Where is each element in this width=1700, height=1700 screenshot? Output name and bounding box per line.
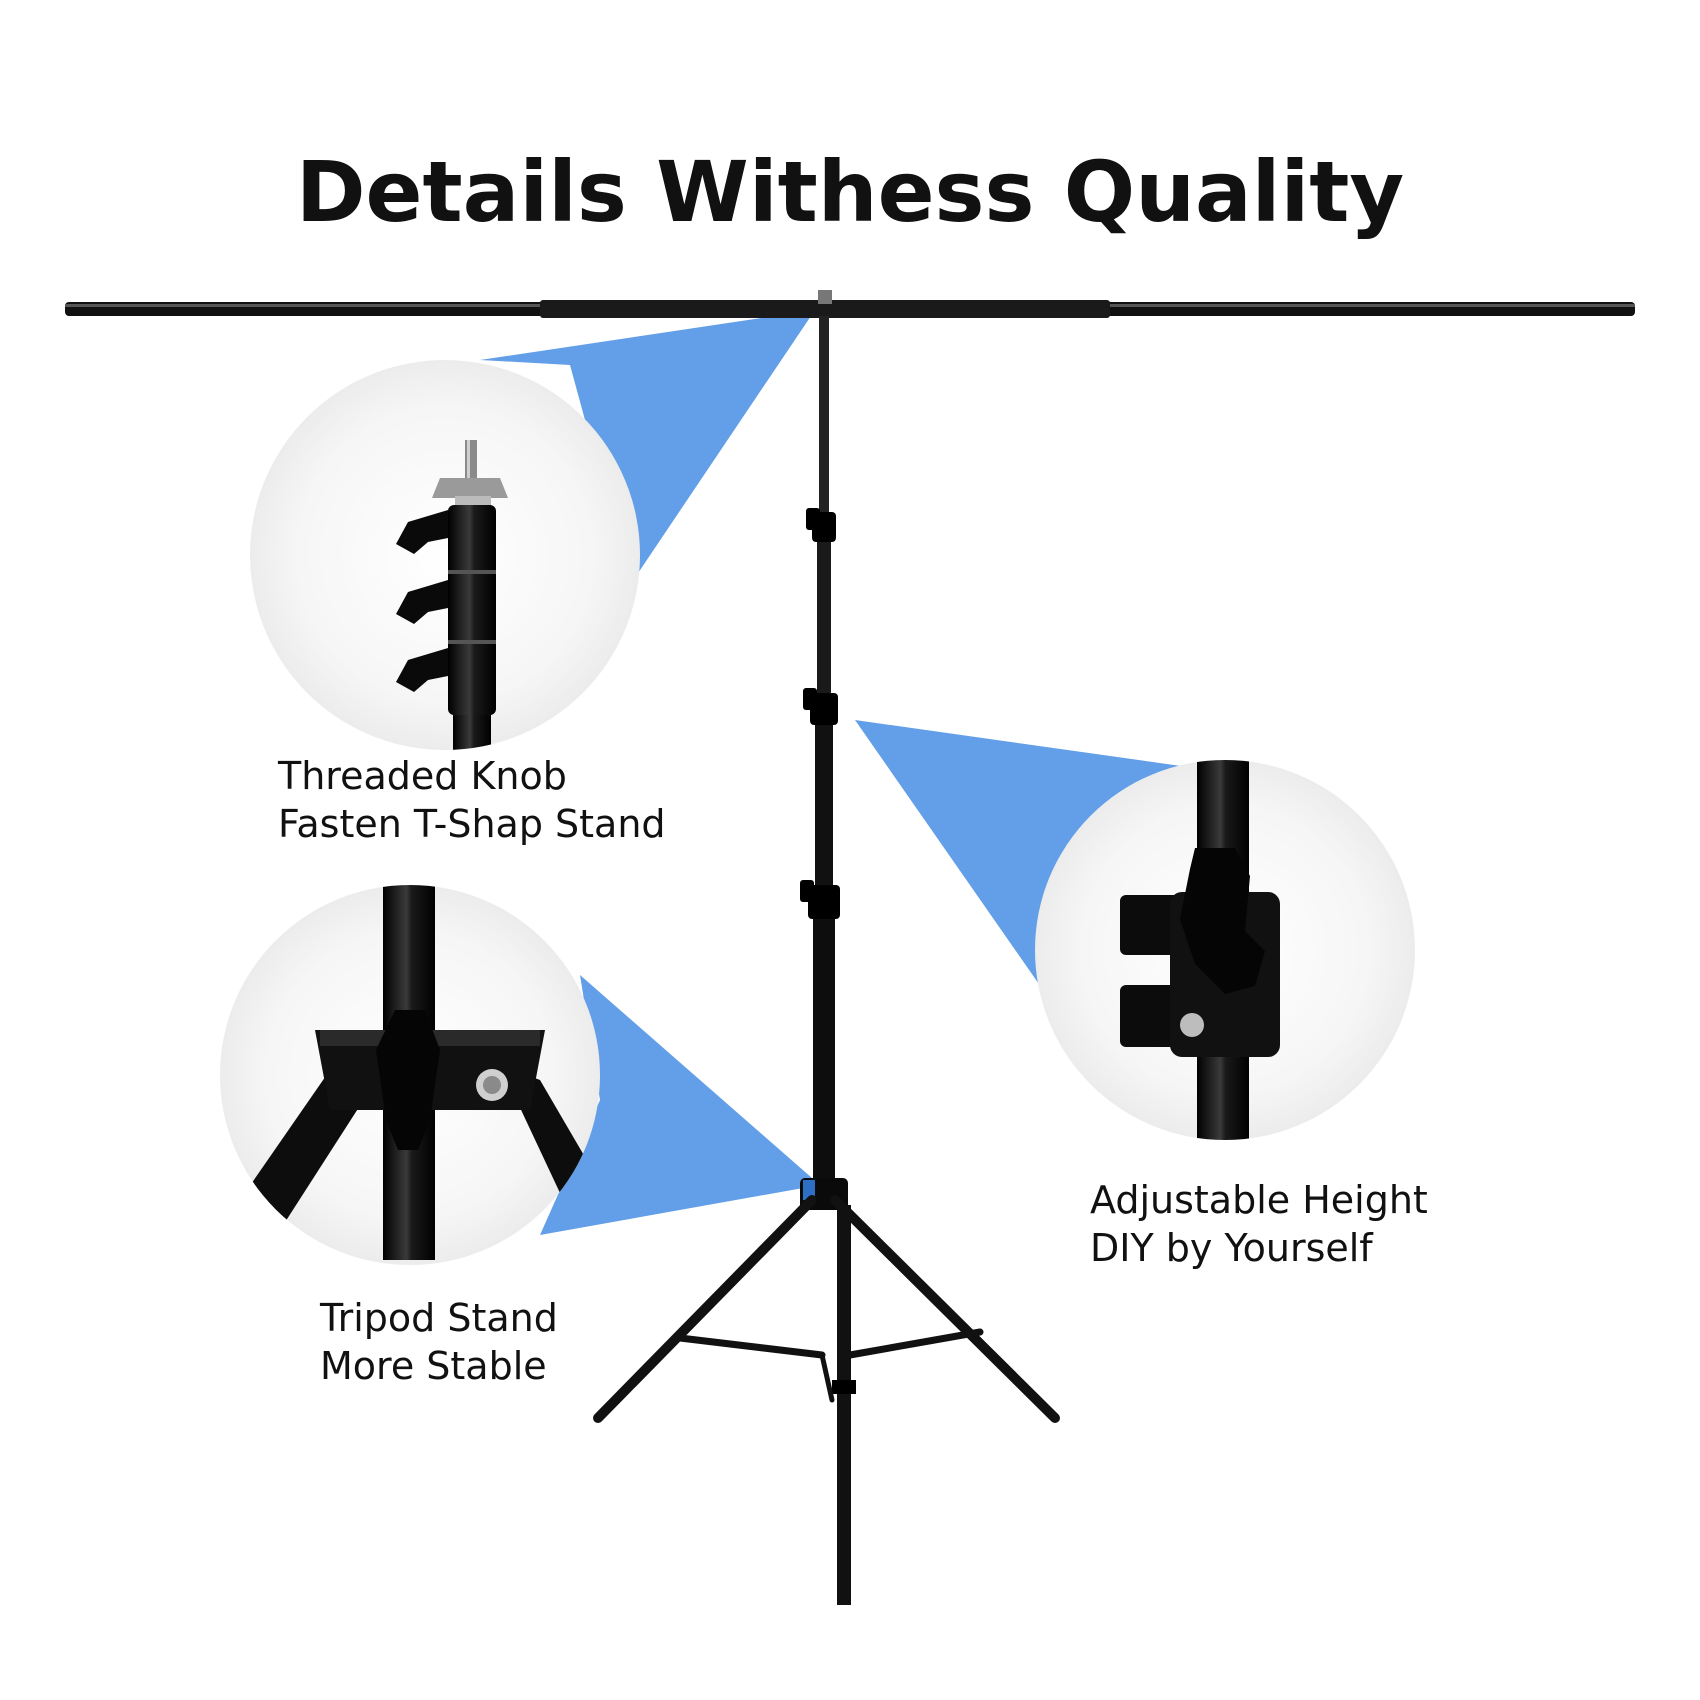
caption-line: More Stable [320,1344,547,1388]
caption-line: Adjustable Height [1090,1178,1428,1222]
caption-line: Threaded Knob [278,754,567,798]
height-detail-bubble [1035,760,1415,1140]
pointer-beam-height [855,720,1195,1000]
center-pole [800,316,856,1605]
caption-tripod-stand: Tripod Stand More Stable [320,1294,558,1390]
caption-threaded-knob: Threaded Knob Fasten T-Shap Stand [278,752,666,848]
pointer-beam-tripod [540,975,820,1235]
caption-line: Tripod Stand [320,1296,558,1340]
knob-detail-bubble [250,360,640,750]
tripod-detail-bubble [220,885,600,1265]
caption-adjustable-height: Adjustable Height DIY by Yourself [1090,1176,1428,1272]
crossbar [65,290,1635,318]
caption-line: Fasten T-Shap Stand [278,802,666,846]
pointer-beam-knob [480,310,815,585]
caption-line: DIY by Yourself [1090,1226,1373,1270]
page-title: Details Withess Quality [295,143,1405,241]
tripod-legs [593,1195,1060,1423]
